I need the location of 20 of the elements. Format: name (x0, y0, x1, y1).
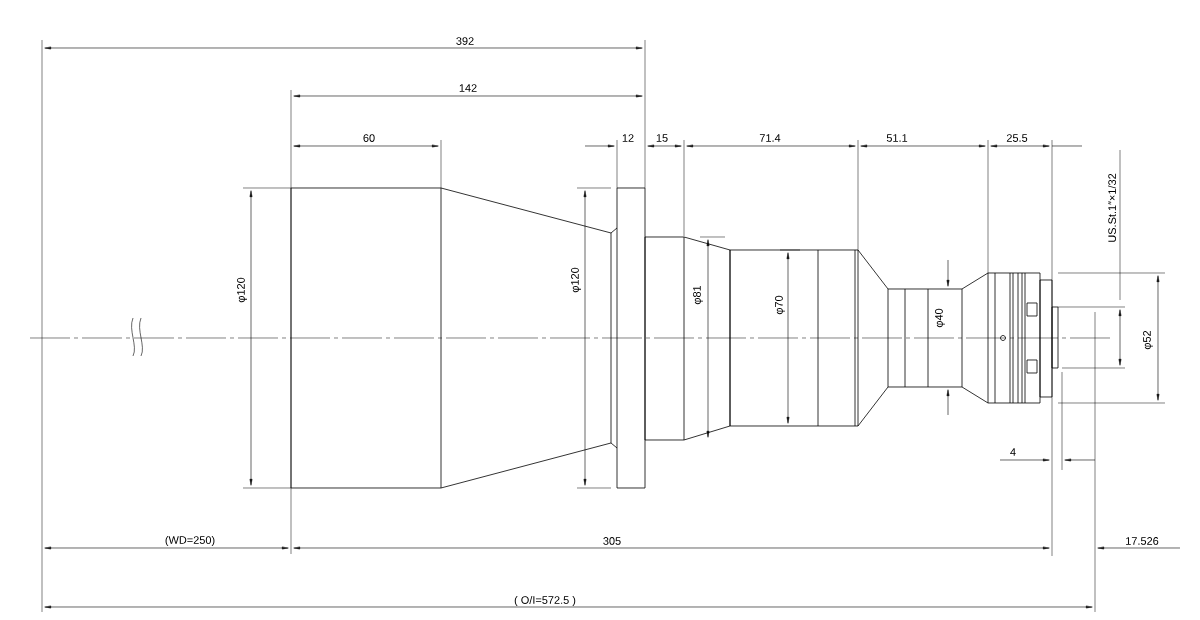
dimension-label: ( O/I=572.5 ) (514, 595, 576, 607)
dimension-label: φ52 (1143, 330, 1153, 350)
dimension-label: φ70 (775, 295, 785, 315)
dimension-label: 17.526 (1126, 537, 1159, 545)
dimension-label: 142 (459, 84, 477, 92)
dimension-label: 51.1 (886, 134, 908, 142)
dimension-label: 12 (622, 134, 634, 142)
dimension-label: (WD=250) (165, 535, 215, 547)
dimension-label: 60 (363, 134, 375, 142)
dimension-label: φ81 (693, 285, 703, 305)
dimension-label: φ40 (935, 308, 945, 328)
dimension-label: US.St.1″×1/32 (1108, 173, 1117, 242)
dimension-label: 392 (456, 37, 474, 45)
dimension-label: φ120 (237, 277, 247, 303)
dimension-label: 305 (603, 537, 621, 545)
dimension-label: 71.4 (759, 134, 781, 142)
dimension-label: 25.5 (1006, 134, 1028, 142)
dimension-label: 4 (1010, 448, 1016, 456)
dimension-label: 15 (656, 134, 668, 142)
dimension-label: φ120 (571, 267, 581, 293)
